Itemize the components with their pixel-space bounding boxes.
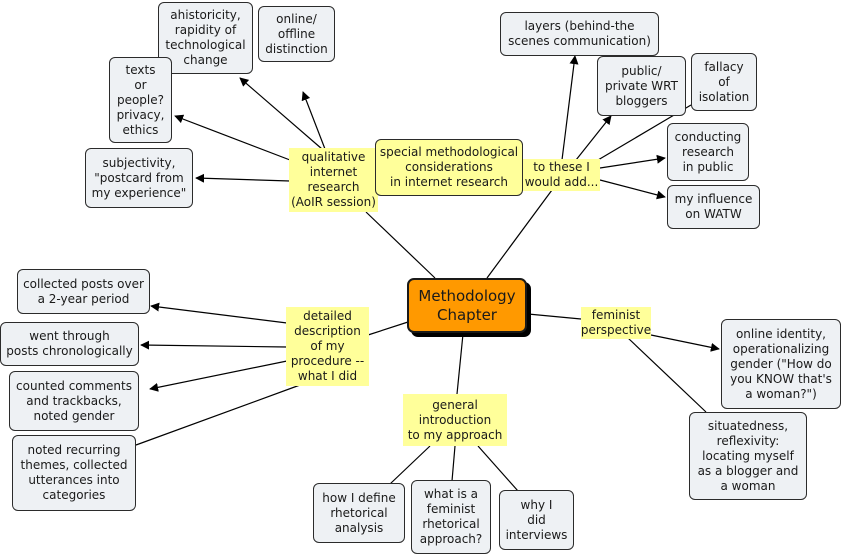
link-center-detailed	[367, 321, 409, 336]
link-these-conducting	[599, 154, 666, 169]
link-detailed-noted	[135, 384, 301, 446]
node-detailed-procedure[interactable]: detailed description of my procedure -- …	[286, 307, 369, 386]
node-texts-people[interactable]: texts or people? privacy, ethics	[109, 57, 172, 143]
node-why-interviews[interactable]: why I did interviews	[499, 490, 574, 550]
node-feminist-perspective[interactable]: feminist perspective	[580, 307, 652, 339]
link-general-define	[389, 445, 431, 485]
node-conducting-research[interactable]: conducting research in public	[667, 123, 749, 181]
link-detailed-counted	[149, 360, 288, 392]
link-center-qualitative	[365, 211, 436, 279]
node-ahistoricity[interactable]: ahistoricity, rapidity of technological …	[158, 2, 253, 74]
link-feminist-situated	[627, 337, 707, 413]
node-feminist-rhetorical[interactable]: what is a feminist rhetorical approach?	[411, 480, 491, 554]
link-detailed-collected	[150, 302, 288, 324]
node-situatedness[interactable]: situatedness, reflexivity: locating myse…	[689, 412, 807, 500]
node-layers[interactable]: layers (behind-the scenes communication)	[500, 12, 659, 56]
node-online-offline[interactable]: online/ offline distinction	[258, 6, 335, 62]
node-subjectivity[interactable]: subjectivity, "postcard from my experien…	[85, 148, 193, 208]
node-collected-posts[interactable]: collected posts over a 2-year period	[17, 269, 150, 314]
node-special-considerations[interactable]: special methodological considerations in…	[375, 139, 523, 196]
central-node-methodology[interactable]: Methodology Chapter	[407, 278, 527, 333]
link-center-these	[486, 189, 553, 279]
link-general-what	[451, 445, 456, 482]
link-general-why	[477, 445, 519, 492]
link-center-general	[456, 333, 464, 395]
link-qualitative-texts	[174, 114, 291, 161]
node-noted-themes[interactable]: noted recurring themes, collected uttera…	[12, 435, 136, 511]
node-went-through[interactable]: went through posts chronologically	[0, 322, 139, 366]
link-center-feminist	[527, 313, 582, 320]
node-public-private[interactable]: public/ private WRT bloggers	[597, 56, 686, 116]
link-qualitative-ahistoricity	[239, 77, 323, 150]
link-these-influence	[599, 179, 666, 200]
node-my-influence[interactable]: my influence on WATW	[667, 185, 760, 229]
link-these-public	[575, 115, 612, 161]
node-define-rhetorical[interactable]: how I define rhetorical analysis	[313, 483, 405, 543]
link-feminist-identity	[650, 334, 720, 352]
link-qualitative-online	[301, 91, 326, 150]
node-qualitative[interactable]: qualitative internet research (AoIR sess…	[289, 148, 378, 212]
node-online-identity[interactable]: online identity, operationalizing gender…	[721, 319, 841, 409]
node-these-add[interactable]: to these I would add...	[523, 159, 600, 191]
node-counted-comments[interactable]: counted comments and trackbacks, noted g…	[9, 371, 139, 431]
node-general-introduction[interactable]: general introduction to my approach	[403, 394, 507, 446]
link-qualitative-subjectivity	[195, 173, 291, 183]
node-fallacy[interactable]: fallacy of isolation	[691, 53, 757, 111]
link-these-layers	[561, 55, 579, 161]
link-detailed-went	[140, 340, 288, 350]
